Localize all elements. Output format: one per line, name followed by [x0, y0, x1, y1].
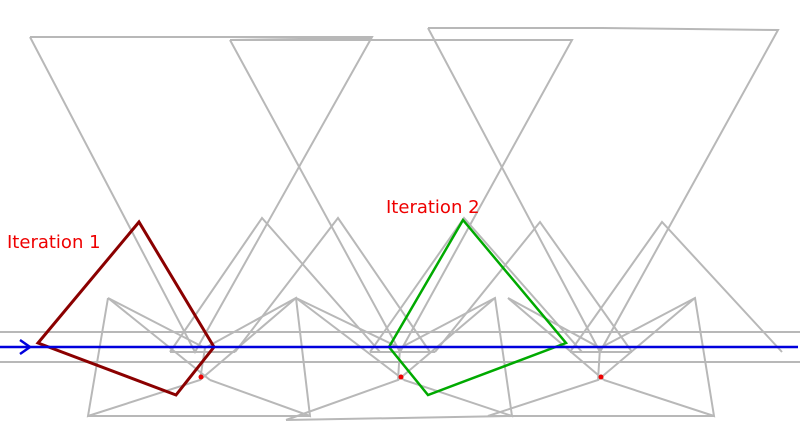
- construction-lines: [0, 27, 800, 421]
- diagonal-5: [597, 297, 696, 381]
- large-triangle-1: [29, 36, 374, 355]
- lower-shape-2: [204, 296, 312, 418]
- diagonal-2: [107, 297, 211, 381]
- mid-triangle-5: [569, 220, 783, 353]
- mid-triangle-2: [234, 216, 431, 353]
- marker-dot-3: [598, 374, 604, 380]
- large-triangle-3: [427, 27, 780, 355]
- diagonal-4: [295, 297, 405, 381]
- mid-triangle-3: [369, 216, 583, 353]
- lower-shape-3: [285, 297, 402, 421]
- lower-shape-5: [487, 297, 602, 417]
- large-triangle-2: [229, 39, 574, 355]
- lower-shape-4: [399, 296, 514, 418]
- diagonal-6: [507, 297, 605, 381]
- large-triangle-edge: [229, 37, 373, 41]
- axis-arrowhead: [19, 338, 33, 356]
- marker-dot-2: [398, 374, 404, 380]
- iteration-1-label: Iteration 1: [7, 232, 101, 253]
- mid-triangle-1: [169, 216, 381, 353]
- lower-shape-6: [599, 296, 716, 418]
- marker-dot-1: [198, 374, 204, 380]
- lower-shape-1: [86, 297, 207, 418]
- diagonal-1: [199, 297, 297, 381]
- diagonal-3: [397, 297, 496, 381]
- iteration-2-quadrilateral: [387, 217, 569, 397]
- iteration-2-label: Iteration 2: [386, 197, 480, 218]
- base-line-2: [285, 415, 513, 421]
